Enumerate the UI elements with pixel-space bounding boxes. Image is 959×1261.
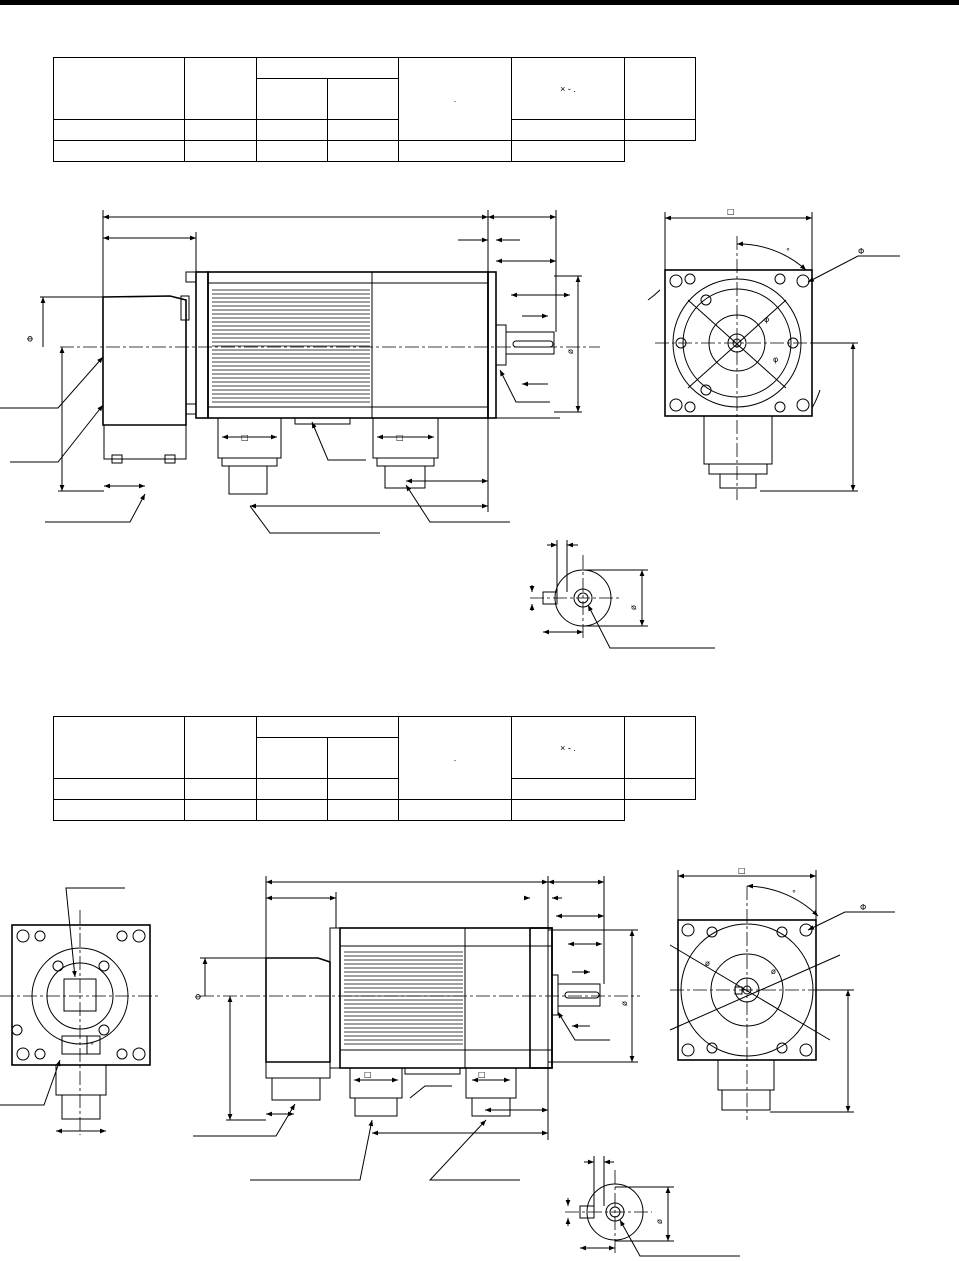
square-mark: □ [738,866,746,875]
table-cell [624,119,696,141]
square-mark: □ [396,433,404,442]
diameter-mark: Φ [26,336,35,342]
diameter-mark: ø [620,1001,629,1006]
diameter-mark: ø [629,605,638,610]
lower-front-view: □ ° Φ ø ø [669,866,895,1120]
table-cell [53,716,185,779]
square-mark: □ [478,1070,486,1079]
lower-cooling-fins [344,951,463,1045]
angle-mark: ° [786,247,790,256]
table-cell [511,140,625,162]
table-mark: - [567,742,571,753]
page-header-rule [0,0,959,5]
table-cell [256,78,328,120]
diameter-mark: ø [771,967,776,976]
square-mark: □ [364,1070,372,1079]
ground-mark: ° [90,1041,94,1050]
table-mark: . [573,83,576,94]
upper-side-view: Φ ø □ □ [0,210,600,534]
table-cell [624,778,696,800]
table-mark: - [567,83,571,94]
upper-cooling-fins [212,289,370,403]
table-cell [184,716,257,779]
lower-shaft-detail: ø [565,1156,740,1257]
spec-table-lower: . × - . [53,716,696,821]
upper-shaft-detail: ø [529,540,715,649]
diameter-mark: Φ [194,994,203,1000]
lower-side-view: Φ ø □ □ [193,876,640,1181]
table-mark: × [560,83,566,94]
table-mark: . [573,742,576,753]
diameter-mark: ø [566,349,575,354]
square-mark: □ [727,207,735,216]
diameter-mark: φ [764,315,769,324]
diameter-mark: Φ [860,903,866,912]
diameter-mark: φ [773,355,778,364]
square-mark: □ [241,433,249,442]
upper-front-view: □ ° Φ φ φ [647,207,900,500]
diameter-mark: ø [655,1219,664,1224]
lower-rear-view: ° [0,887,160,1135]
table-cell: × - . [511,716,625,779]
table-cell [511,799,625,821]
table-mark: × [560,742,566,753]
diameter-mark: ø [705,959,710,968]
spec-table-upper: . × - . [53,57,696,162]
table-mark: . [453,753,457,763]
table-cell [327,78,399,120]
diameter-mark: Φ [858,247,864,256]
table-mark: . [453,94,457,104]
angle-mark: ° [792,889,796,898]
